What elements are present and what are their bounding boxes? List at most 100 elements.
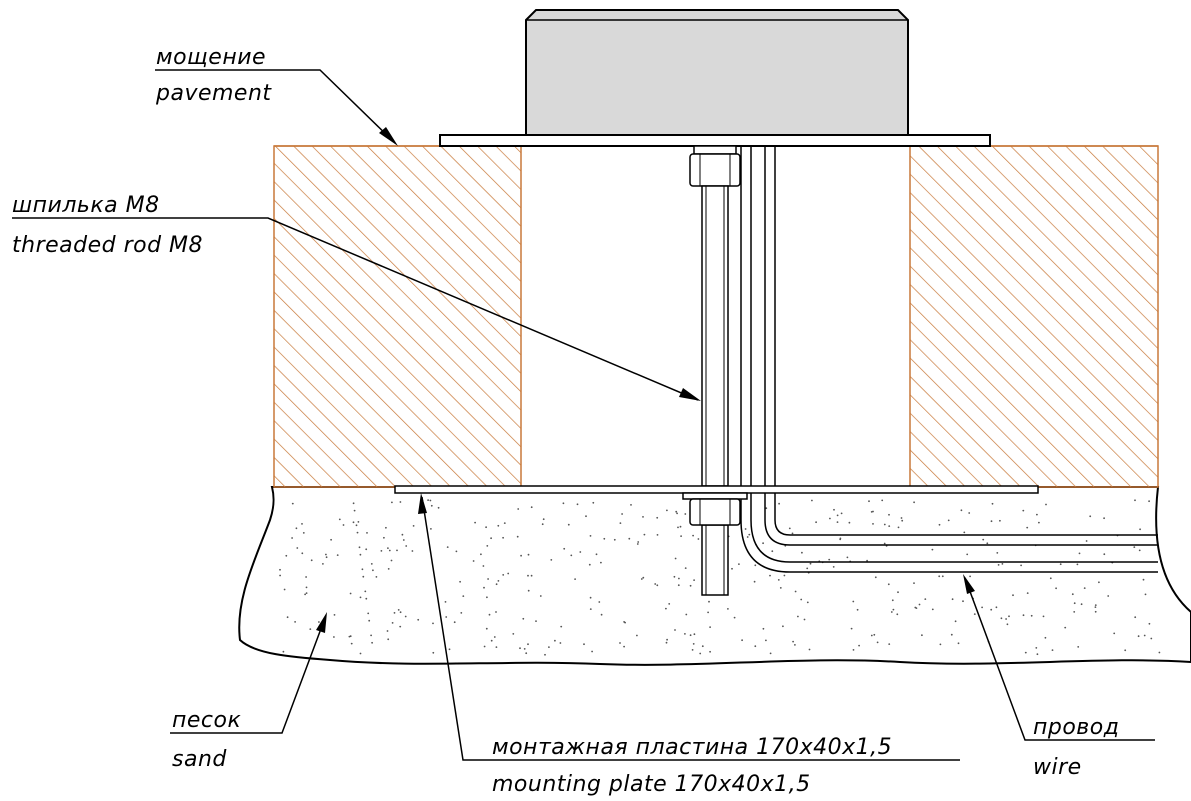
sand-dot <box>1094 604 1097 606</box>
sand-dot <box>1006 623 1009 626</box>
leader-pavement <box>155 69 396 144</box>
sand-dot <box>372 569 374 572</box>
sand-dot <box>888 643 891 645</box>
arrowhead-sand <box>316 612 327 633</box>
sand-dot <box>654 583 657 585</box>
sand-dot <box>1030 614 1033 617</box>
sand-dot <box>1089 515 1092 518</box>
sand-dot <box>1080 603 1083 606</box>
sand-dot <box>896 613 899 616</box>
sand-dot <box>1000 617 1003 620</box>
leader-rod <box>12 217 699 401</box>
sand-dot <box>1073 611 1076 613</box>
sand-dot <box>589 596 592 599</box>
sand-dot <box>901 519 904 522</box>
sand-dot <box>399 501 402 503</box>
sand-dot <box>960 509 963 512</box>
sand-dot <box>806 567 809 570</box>
sand-dot <box>336 554 339 556</box>
sand-dot <box>874 576 877 579</box>
sand-dot <box>754 645 757 648</box>
sand-dot <box>613 538 616 541</box>
sand-dot <box>349 592 352 595</box>
sand-dot <box>762 627 765 630</box>
sand-dot <box>548 646 550 648</box>
sand-dot <box>1045 503 1047 506</box>
sand-dot <box>356 531 359 534</box>
sand-dot <box>777 579 780 581</box>
sand-dot <box>679 525 682 528</box>
sand-dot <box>788 527 791 530</box>
sand-dot <box>305 586 308 589</box>
label-wire-en: wire <box>1033 755 1082 780</box>
sand-dot <box>636 634 638 637</box>
sand-dot <box>762 542 764 545</box>
sand-dot <box>1103 553 1106 556</box>
sand-dot <box>370 563 373 565</box>
sand-dot <box>474 521 476 524</box>
sand-dot <box>598 601 601 603</box>
sand-dot <box>765 507 768 510</box>
sand-dot <box>678 577 680 580</box>
sand-dot <box>370 634 372 637</box>
label-plate-ru: монтажная пластина 170x40x1,5 <box>492 735 892 760</box>
sand-dot <box>1094 606 1097 608</box>
leader-wire <box>964 577 1155 741</box>
sand-dot <box>562 502 565 505</box>
sand-dot <box>665 607 667 610</box>
sand-dot <box>881 499 884 502</box>
sand-dot <box>990 520 993 523</box>
sand-dot <box>1139 528 1141 531</box>
sand-dot <box>794 590 797 593</box>
sand-dot <box>887 583 890 586</box>
sand-dot <box>430 504 433 507</box>
sand-dot <box>1035 647 1038 649</box>
sand-dot <box>432 651 435 654</box>
sand-dot <box>483 586 485 589</box>
sand-dot <box>559 642 562 644</box>
sand-dot <box>856 608 859 611</box>
sand-dot <box>1143 634 1146 637</box>
sand-dot <box>1113 632 1116 635</box>
sand-dot <box>833 508 835 511</box>
label-sand-en: sand <box>172 747 227 772</box>
sand-dot <box>858 644 860 647</box>
sand-dot <box>709 650 711 653</box>
sand-dot <box>642 516 644 518</box>
sand-dot <box>279 568 281 571</box>
sand-dot <box>485 627 488 630</box>
sand-dot <box>801 551 803 554</box>
sand-dot <box>342 524 345 526</box>
sand-dot <box>921 634 923 637</box>
sand-dot <box>333 636 335 638</box>
sand-dot <box>453 621 456 624</box>
sand-dot <box>656 534 659 536</box>
sand-dot <box>391 622 394 624</box>
sand-dot <box>1148 500 1150 503</box>
sand-dot <box>872 510 874 513</box>
sand-dot <box>1134 616 1137 619</box>
sand-dot <box>1142 578 1145 581</box>
sand-dot <box>397 609 400 611</box>
sand-dot <box>1103 517 1105 520</box>
sand-dot <box>495 646 498 648</box>
sand-dot <box>619 522 622 524</box>
sand-dot <box>387 638 390 641</box>
sand-dot <box>301 552 304 555</box>
sand-dot <box>628 537 631 540</box>
sand-dot <box>665 641 668 644</box>
sand-dot <box>828 558 831 561</box>
sand-dot <box>1076 563 1079 566</box>
sand-dot <box>497 524 500 527</box>
sand-dot <box>996 552 999 554</box>
sand-dot <box>1044 636 1047 639</box>
sand-dot <box>709 626 711 628</box>
sand-dot <box>285 554 288 557</box>
sand-dot <box>1008 615 1010 618</box>
top-nut <box>693 145 737 155</box>
sand-dot <box>396 549 398 552</box>
sand-dot <box>519 647 521 650</box>
sand-dot <box>446 546 449 548</box>
sand-dot <box>579 551 582 553</box>
sand-dot <box>462 595 465 597</box>
